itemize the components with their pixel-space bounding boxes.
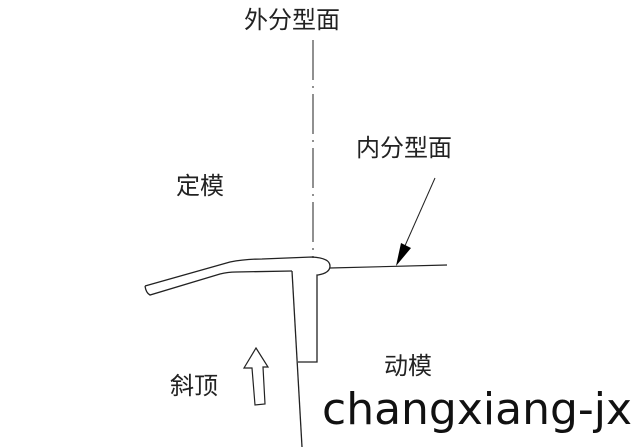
up-arrow-icon <box>242 346 270 406</box>
leader-arrowhead-icon <box>396 243 411 266</box>
lifter-edge <box>291 270 303 447</box>
outer-parting-surface-label: 外分型面 <box>244 6 340 34</box>
inner-parting-line <box>329 264 448 269</box>
lifter-label: 斜顶 <box>170 372 218 400</box>
fixed-mold-label: 定模 <box>176 172 224 200</box>
moving-mold-label: 动模 <box>384 352 432 380</box>
leader-line <box>403 177 436 249</box>
inner-parting-surface-label: 内分型面 <box>356 134 452 162</box>
part-outline <box>144 256 331 363</box>
watermark: changxiang-jx <box>322 384 633 435</box>
